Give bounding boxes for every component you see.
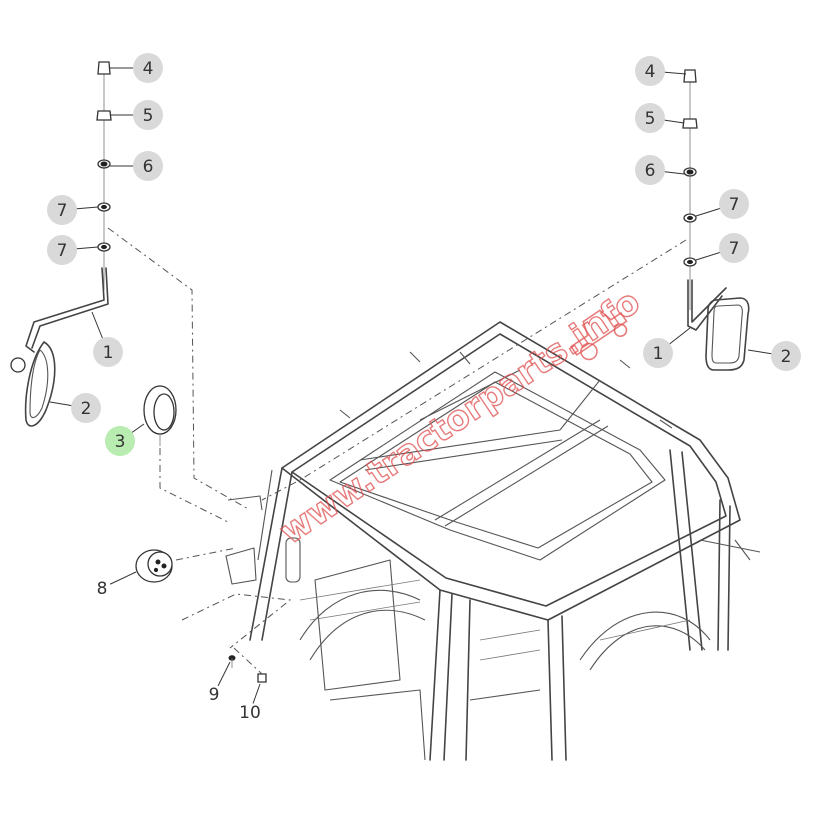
- callout-left-7b: 7: [47, 235, 99, 265]
- callout-number: 2: [81, 399, 92, 419]
- callout-8: 8: [93, 571, 137, 599]
- callout-number: 7: [729, 195, 740, 215]
- callout-number: 5: [645, 109, 656, 129]
- callout-bubble: [133, 151, 163, 181]
- right-washer-b: [683, 257, 697, 267]
- right-mirror-arm: [687, 279, 723, 331]
- callout-number: 2: [781, 347, 792, 367]
- callout-bubble: [133, 100, 163, 130]
- callout-number: 7: [57, 241, 68, 261]
- callout-right-2: 2: [747, 341, 801, 371]
- callout-label-backdrop: [205, 685, 223, 703]
- left-lock-washer: [97, 159, 111, 169]
- callout-bubble: [635, 56, 665, 86]
- left-washer-b: [97, 242, 111, 252]
- callout-10: 10: [239, 683, 261, 723]
- callout-bubble: [47, 235, 77, 265]
- cab-frame: [227, 321, 761, 761]
- screw-9: [228, 655, 236, 668]
- watermark-tractor-icon: [570, 309, 628, 361]
- callout-number: 3: [115, 432, 126, 452]
- callout-left-6: 6: [110, 151, 163, 181]
- callout-bubble: [133, 53, 163, 83]
- callout-left-4: 4: [110, 53, 163, 83]
- left-mirror-assembly: [10, 61, 251, 511]
- callout-bubble: [771, 341, 801, 371]
- right-hex-nut: [682, 118, 698, 129]
- callout-left-7a: 7: [47, 195, 99, 225]
- left-mirror-head: [10, 341, 56, 427]
- callout-number: 4: [143, 59, 154, 79]
- right-washer-a: [683, 213, 697, 223]
- callout-bubble: [643, 338, 673, 368]
- callout-bubble: [719, 189, 749, 219]
- right-mirror-head: [705, 297, 750, 371]
- callout-right-4: 4: [635, 56, 687, 86]
- watermark-text: www.tractorparts.info: [273, 282, 648, 553]
- callout-number: 7: [729, 239, 740, 259]
- callout-bubble: [635, 103, 665, 133]
- right-lock-washer: [683, 167, 697, 177]
- callout-number: 6: [143, 157, 154, 177]
- callout-right-7a: 7: [695, 189, 749, 219]
- callout-bubble: [71, 393, 101, 423]
- callout-number: 6: [645, 161, 656, 181]
- callout-bubble: [105, 426, 135, 456]
- callout-number: 4: [645, 62, 656, 82]
- callout-right-1: 1: [643, 327, 691, 368]
- work-light: [143, 385, 229, 523]
- left-hex-nut: [96, 110, 112, 121]
- left-cap-nut: [97, 61, 111, 75]
- callout-number: 1: [653, 344, 664, 364]
- callout-number: 5: [143, 106, 154, 126]
- callout-number: 1: [103, 343, 114, 363]
- callout-number: 8: [97, 579, 108, 599]
- callout-left-2: 2: [49, 393, 101, 423]
- left-washer-a: [97, 202, 111, 212]
- callout-right-6: 6: [635, 155, 685, 185]
- callout-number: 7: [57, 201, 68, 221]
- callout-label-backdrop: [241, 703, 259, 721]
- callout-9: 9: [205, 661, 231, 705]
- callout-bubble: [719, 233, 749, 263]
- right-mirror-assembly: [261, 69, 750, 501]
- callout-label-backdrop: [93, 579, 111, 597]
- callout-left-1: 1: [91, 311, 123, 367]
- callout-left-3: 3: [105, 423, 145, 456]
- callout-right-7b: 7: [695, 233, 749, 263]
- left-mirror-arm: [25, 267, 105, 353]
- watermark: www.tractorparts.info: [272, 281, 648, 553]
- callout-number: 9: [209, 685, 220, 705]
- callout-bubble: [635, 155, 665, 185]
- right-cap-nut: [683, 69, 697, 83]
- callout-bubble: [47, 195, 77, 225]
- callout-right-5: 5: [635, 103, 685, 133]
- callout-left-5: 5: [111, 100, 163, 130]
- beacon-unit: [135, 547, 257, 585]
- bolt-10: [257, 673, 267, 683]
- callout-bubble: [93, 337, 123, 367]
- callouts: 4 5 6 7 7 1 2 3 4 5 6 7 7 1 2 8 9 10: [47, 53, 801, 723]
- callout-number: 10: [239, 703, 261, 723]
